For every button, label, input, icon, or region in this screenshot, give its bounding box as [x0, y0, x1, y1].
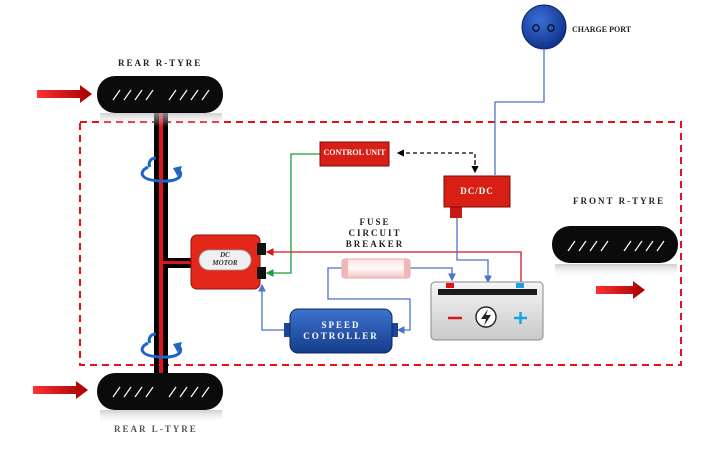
control-unit [319, 141, 390, 167]
fuse-label-line: BREAKER [345, 239, 405, 249]
rotation-arrow-icon [140, 332, 183, 359]
control-link-wire [396, 149, 476, 172]
vehicle-boundary [79, 121, 682, 366]
rear-l-tyre-label: REAR L-TYRE [114, 424, 198, 434]
fuse-circuit-breaker [341, 258, 411, 279]
speed-controller-label-line: COTROLLER [303, 331, 379, 341]
charge-port [521, 4, 567, 50]
fuse-wire [327, 267, 411, 334]
fuse-label-line: FUSE [359, 217, 391, 227]
dcdc-to-battery-wire [456, 216, 492, 284]
rear-r-tyre-label: REAR R-TYRE [118, 58, 203, 68]
charge-port-pin-icon [547, 24, 555, 32]
dc-motor [190, 234, 266, 290]
fuse-label: FUSE CIRCUIT BREAKER [335, 217, 415, 250]
dc-motor-label: DC MOTOR [199, 251, 251, 267]
rear-axle [154, 112, 191, 382]
rotation-arrow-icon [140, 156, 183, 183]
power-wire [265, 248, 522, 283]
speed-controller-label: SPEED COTROLLER [290, 320, 392, 342]
control-unit-label: CONTROL UNIT [323, 148, 386, 157]
rear-l-tyre [97, 373, 223, 424]
input-arrow-icon [33, 381, 88, 399]
dcdc-converter [443, 175, 511, 218]
charge-port-label: CHARGE PORT [572, 25, 632, 34]
speed-control-wire [258, 283, 290, 331]
front-r-tyre-label: FRONT R-TYRE [573, 196, 666, 206]
speed-controller-label-line: SPEED [321, 320, 361, 330]
battery-plus-icon [514, 312, 527, 324]
charge-port-pin-icon [532, 24, 540, 32]
front-r-tyre [552, 226, 678, 278]
battery [430, 281, 544, 341]
output-arrow-icon [596, 281, 645, 299]
lightning-icon [475, 306, 497, 328]
charge-port-wire [494, 50, 545, 175]
dc-motor-label-line: DC [220, 251, 230, 259]
input-arrow-icon [37, 85, 92, 103]
dcdc-label: DC/DC [460, 186, 494, 196]
speed-controller [284, 308, 398, 354]
control-signal-wire [265, 153, 320, 277]
dc-motor-label-line: MOTOR [212, 259, 238, 267]
fuse-label-line: CIRCUIT [348, 228, 402, 238]
rear-r-tyre [97, 76, 223, 127]
